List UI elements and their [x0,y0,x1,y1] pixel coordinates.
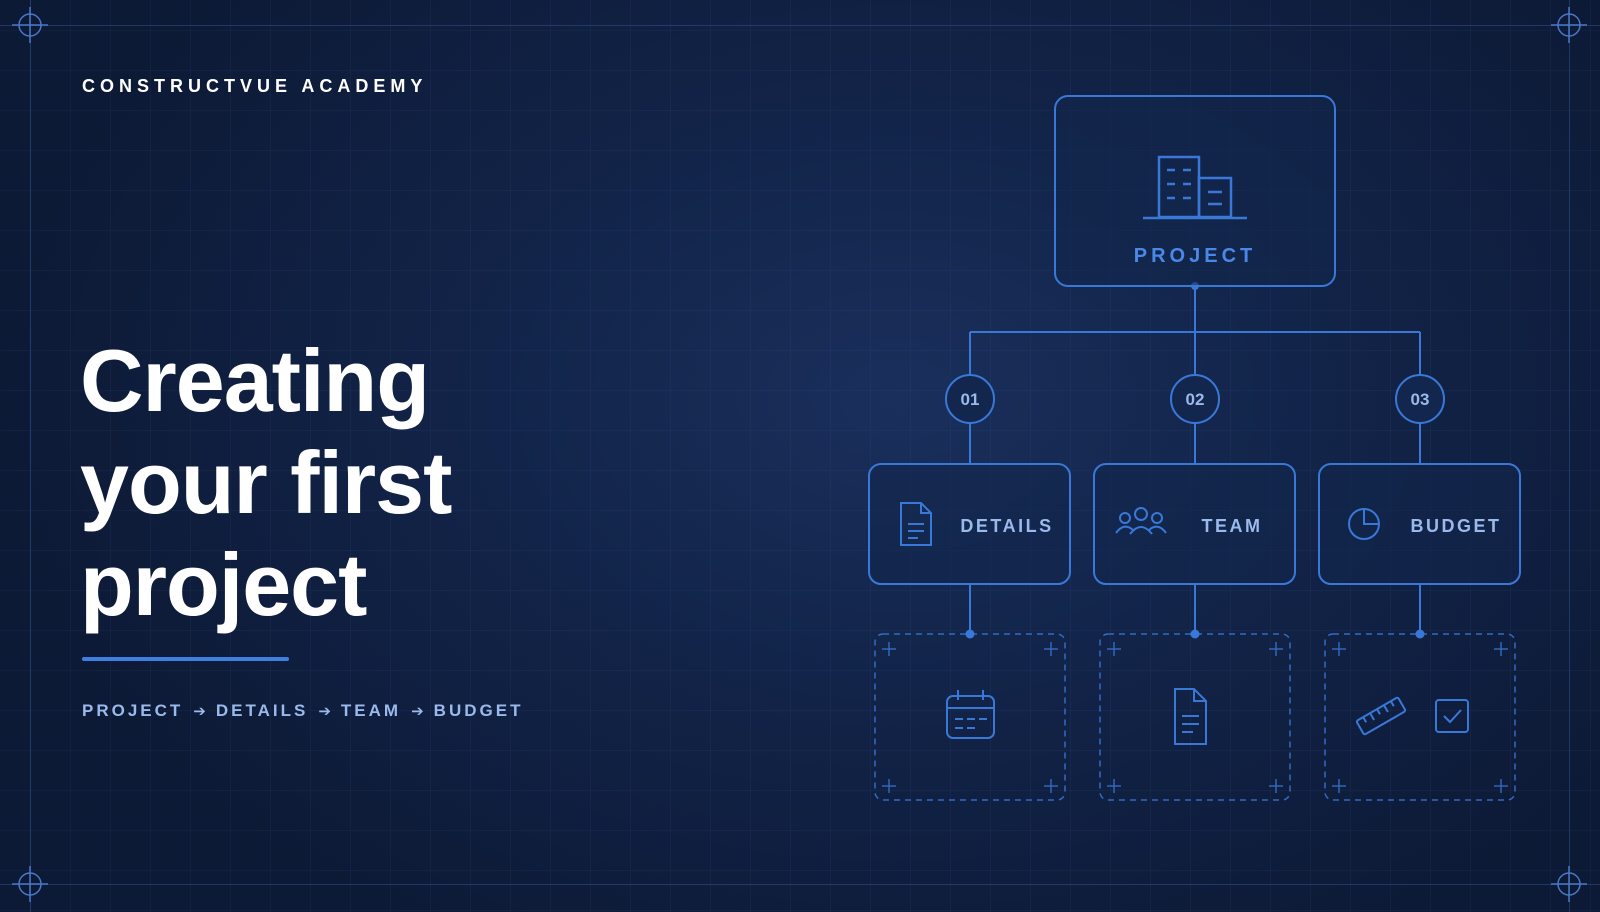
document-icon [1174,688,1207,745]
sub-box-details [874,633,1066,801]
crosshair-icon [1551,7,1587,43]
arrow-right-icon: ➔ [318,703,331,720]
title-line: project [80,535,367,634]
crosshair-icon [12,866,48,902]
flow-step: BUDGET [433,701,524,720]
arrow-right-icon: ➔ [193,703,206,720]
building-icon [1143,155,1247,220]
step-number: 01 [961,390,980,409]
node-label: DETAILS [960,516,1053,536]
brand-name: CONSTRUCTVUE ACADEMY [82,76,428,96]
flow-step: PROJECT [82,701,184,720]
title-line: Creating [80,331,430,430]
team-icon [1115,507,1167,535]
node-details: DETAILS [868,463,1071,585]
frame-line-right [1569,0,1570,912]
root-node-project: PROJECT [1054,95,1336,287]
crosshair-icon [1551,866,1587,902]
root-node-label: PROJECT [1134,245,1256,267]
calendar-icon [946,690,995,739]
step-badge-03: 03 [1395,374,1445,424]
sub-box-team [1099,633,1291,801]
node-team: TEAM [1093,463,1296,585]
connector-dot [965,629,975,639]
ruler-icon [1355,696,1407,736]
frame-line-top [0,25,1600,26]
workflow-breadcrumb: PROJECT ➔ DETAILS ➔ TEAM ➔ BUDGET [82,701,523,721]
connector-dot [1415,629,1425,639]
node-label: BUDGET [1411,516,1502,536]
frame-line-bottom [0,884,1600,885]
plus-icon [882,642,1058,793]
flow-step: DETAILS [215,701,309,720]
step-number: 03 [1411,390,1430,409]
page-title: Creating your first project [80,330,452,636]
sub-box-budget [1324,633,1516,801]
node-budget: BUDGET [1318,463,1521,585]
step-number: 02 [1186,390,1205,409]
step-badge-01: 01 [945,374,995,424]
connector-dot [1190,629,1200,639]
frame-line-left [30,0,31,912]
flow-step: TEAM [340,701,402,720]
crosshair-icon [12,7,48,43]
step-badge-02: 02 [1170,374,1220,424]
node-label: TEAM [1202,516,1263,536]
title-underline [82,657,289,661]
plus-icon [1107,642,1283,793]
title-line: your first [80,433,452,532]
checkbox-icon [1435,699,1469,733]
plus-icon [1332,642,1508,793]
pie-chart-icon [1348,508,1380,540]
document-icon [900,502,932,546]
arrow-right-icon: ➔ [411,703,424,720]
